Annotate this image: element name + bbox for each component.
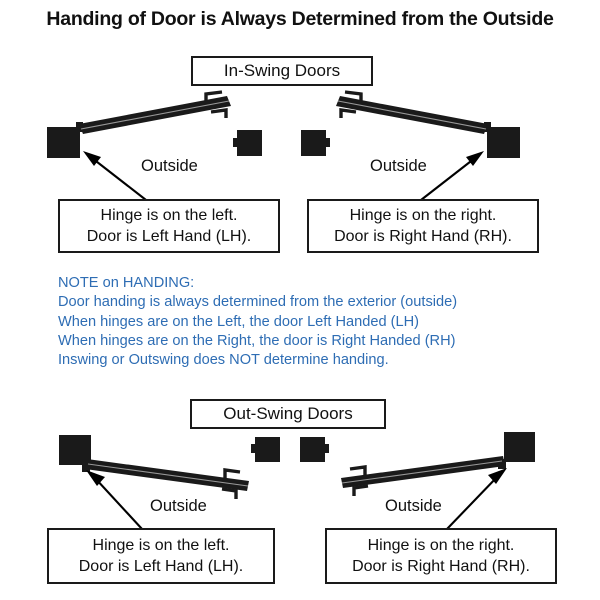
leader-line <box>91 157 147 201</box>
hinge-pin-icon <box>76 122 83 132</box>
arrowhead-icon <box>488 468 507 484</box>
jamb-notch-icon <box>325 138 330 147</box>
latch-bracket-icon <box>223 468 241 479</box>
in-swing-left-door <box>47 90 231 158</box>
out-swing-left-door <box>59 435 249 499</box>
door-panel-edge <box>80 100 230 130</box>
note-line-4: Inswing or Outswing does NOT determine h… <box>58 352 389 369</box>
door-panel-edge <box>337 100 487 130</box>
leader-arrow-out-swing-right <box>446 468 507 530</box>
jamb-notch-icon <box>233 138 238 147</box>
latch-bracket-icon <box>344 90 363 102</box>
in-swing-center-jambs <box>233 130 330 156</box>
leader-arrow-in-swing-left <box>83 151 147 201</box>
leader-line <box>446 475 499 530</box>
outside-label-out-swing-left: Outside <box>150 497 207 515</box>
strike-bracket-icon <box>210 108 228 118</box>
page-title: Handing of Door is Always Determined fro… <box>46 8 554 30</box>
out-swing-right-door <box>341 432 535 496</box>
latch-bracket-icon <box>204 90 223 102</box>
hinge-block-icon <box>504 432 535 462</box>
callout-line-1: Hinge is on the left. <box>92 536 230 554</box>
strike-bracket-icon <box>339 108 357 118</box>
outside-label-out-swing-right: Outside <box>385 497 442 515</box>
jamb-block-icon <box>300 437 325 462</box>
jamb-block-icon <box>301 130 326 156</box>
callout-line-2: Door is Right Hand (RH). <box>334 228 512 245</box>
handing-note-block: NOTE on HANDING: Door handing is always … <box>58 274 457 370</box>
door-panel-edge <box>341 460 503 484</box>
outside-label-in-swing-right: Outside <box>370 157 427 175</box>
section-header-out-swing: Out-Swing Doors <box>190 399 386 429</box>
note-line-2: When hinges are on the Left, the door Le… <box>58 313 420 330</box>
arrowhead-icon <box>466 151 484 166</box>
leader-arrow-out-swing-left <box>86 470 143 530</box>
leader-arrow-in-swing-right <box>420 151 484 201</box>
hinge-block-icon <box>47 127 80 158</box>
hinge-pin-icon <box>484 122 491 132</box>
callout-in-swing-right: Hinge is on the right. Door is Right Han… <box>307 199 539 253</box>
jamb-notch-icon <box>324 444 329 453</box>
callout-line-1: Hinge is on the right. <box>349 206 497 224</box>
outside-label-in-swing-left: Outside <box>141 157 198 175</box>
callout-line-2: Door is Right Hand (RH). <box>352 558 530 575</box>
leader-line <box>420 157 476 201</box>
jamb-notch-icon <box>251 444 256 453</box>
callout-out-swing-right: Hinge is on the right. Door is Right Han… <box>325 528 557 584</box>
section-header-in-swing: In-Swing Doors <box>191 56 373 86</box>
hinge-block-icon <box>487 127 520 158</box>
hinge-block-icon <box>59 435 91 465</box>
leader-line <box>94 477 143 530</box>
callout-line-1: Hinge is on the right. <box>367 536 515 554</box>
latch-bracket-icon <box>349 465 367 476</box>
arrowhead-icon <box>86 470 105 486</box>
callout-line-2: Door is Left Hand (LH). <box>78 558 244 575</box>
callout-out-swing-left: Hinge is on the left. Door is Left Hand … <box>47 528 275 584</box>
in-swing-right-door <box>336 90 520 158</box>
arrowhead-icon <box>83 151 101 166</box>
strike-bracket-icon <box>221 487 238 499</box>
callout-line-1: Hinge is on the left. <box>100 206 238 224</box>
note-heading: NOTE on HANDING: <box>58 275 195 291</box>
out-swing-center-jambs <box>251 437 329 462</box>
strike-bracket-icon <box>352 484 369 496</box>
callout-line-2: Door is Left Hand (LH). <box>86 228 252 245</box>
jamb-block-icon <box>237 130 262 156</box>
note-line-1: Door handing is always determined from t… <box>58 294 458 311</box>
door-panel-edge <box>87 463 249 487</box>
jamb-block-icon <box>255 437 280 462</box>
note-line-3: When hinges are on the Right, the door i… <box>58 332 456 349</box>
callout-in-swing-left: Hinge is on the left. Door is Left Hand … <box>58 199 280 253</box>
